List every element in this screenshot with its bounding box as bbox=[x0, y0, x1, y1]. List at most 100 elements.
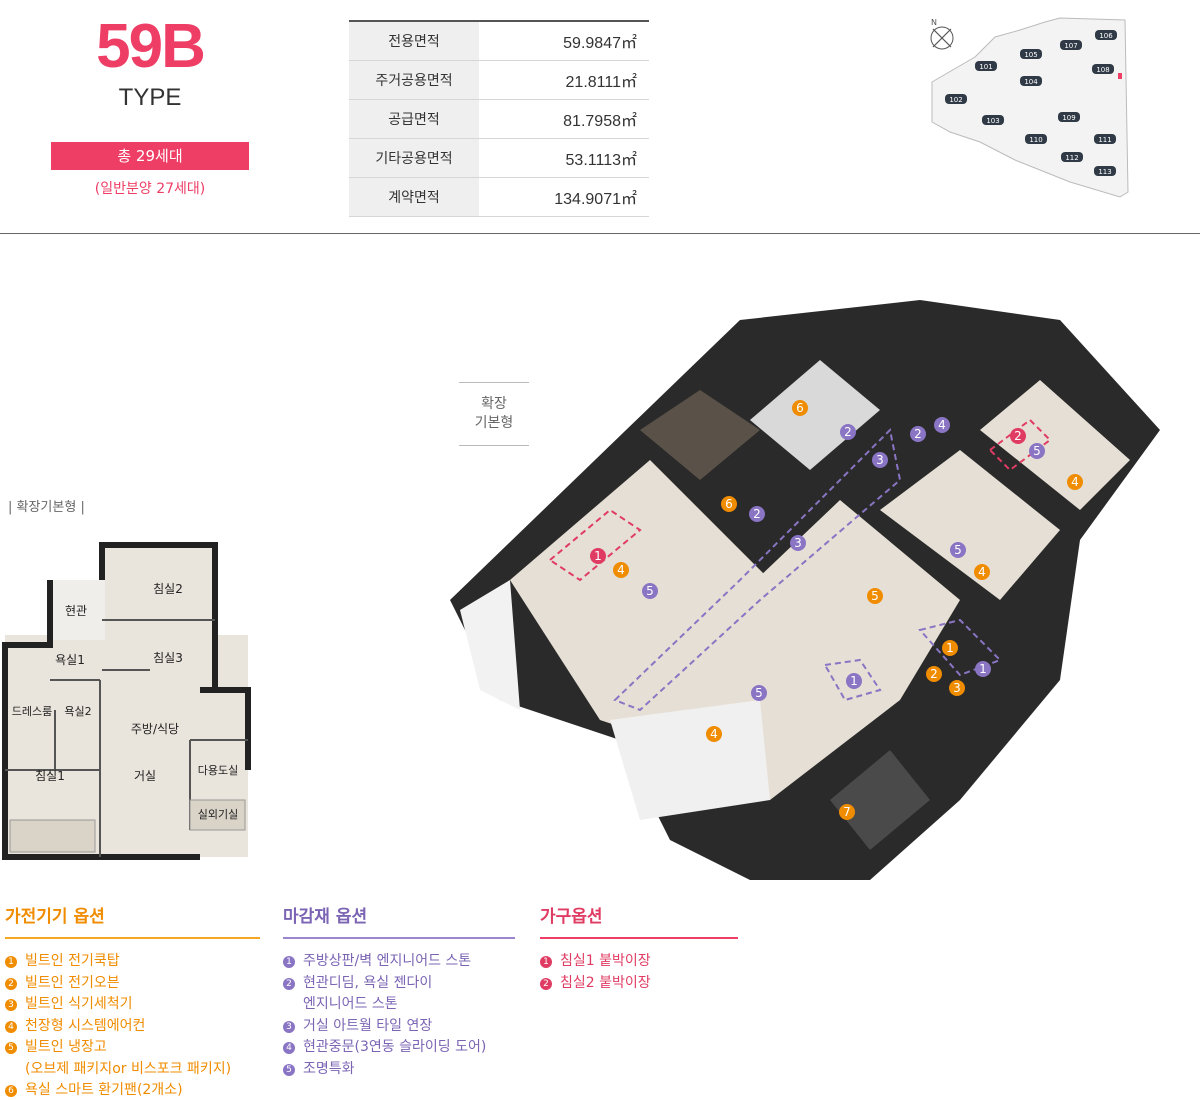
area-label: 기타공용면적 bbox=[349, 138, 479, 178]
list-item: 5 조명특화 bbox=[283, 1059, 515, 1081]
option-text: 조명특화 bbox=[303, 1060, 355, 1077]
number-badge: 4 bbox=[283, 1042, 295, 1054]
area-value: 134.9071㎡ bbox=[479, 177, 649, 217]
room-label: 침실2 bbox=[153, 582, 183, 596]
number-badge: 2 bbox=[5, 977, 17, 990]
list-item: 4 현관중문(3연동 슬라이딩 도어) bbox=[283, 1037, 515, 1059]
option-text: 현관디딤, 욕실 젠다이 bbox=[303, 974, 433, 991]
svg-text:5: 5 bbox=[1033, 444, 1041, 458]
isometric-plan: 466 454 412 37 523 235 245 511 12 bbox=[450, 300, 1160, 880]
number-badge: 6 bbox=[5, 1085, 17, 1097]
area-value: 59.9847㎡ bbox=[479, 20, 649, 61]
svg-text:1: 1 bbox=[979, 662, 987, 676]
unit-count-sub: (일반분양 27세대) bbox=[94, 181, 206, 197]
building-label: 107 bbox=[1064, 42, 1077, 50]
svg-text:5: 5 bbox=[954, 543, 962, 557]
room-label: 침실3 bbox=[153, 651, 183, 665]
compass-label: N bbox=[931, 18, 937, 27]
svg-text:1: 1 bbox=[850, 674, 858, 688]
bedroom2-floor bbox=[980, 380, 1130, 510]
building-label: 110 bbox=[1029, 136, 1042, 144]
appliance-options-title: 가전기기 옵션 bbox=[5, 902, 260, 939]
svg-text:1: 1 bbox=[946, 641, 954, 655]
number-badge: 4 bbox=[5, 1020, 17, 1033]
option-text: 침실2 붙박이장 bbox=[560, 974, 651, 991]
option-text: 빌트인 냉장고 bbox=[25, 1039, 107, 1055]
option-text: 빌트인 식기세척기 bbox=[25, 996, 133, 1012]
type-block: 59B TYPE 총 29세대 (일반분양 27세대) bbox=[50, 12, 250, 198]
extension-line1: 확장 bbox=[481, 396, 507, 412]
type-word: TYPE bbox=[118, 84, 182, 111]
bedroom3-floor bbox=[880, 450, 1060, 600]
building-label: 113 bbox=[1098, 168, 1111, 176]
number-badge: 3 bbox=[5, 999, 17, 1011]
option-text: 침실1 붙박이장 bbox=[560, 953, 651, 969]
section-divider bbox=[0, 233, 1200, 234]
svg-text:4: 4 bbox=[1071, 475, 1079, 489]
number-badge: 5 bbox=[283, 1063, 295, 1076]
area-label: 전용면적 bbox=[349, 20, 479, 61]
building-label: 101 bbox=[979, 63, 992, 71]
wall-face bbox=[610, 700, 770, 820]
svg-text:2: 2 bbox=[914, 427, 922, 441]
area-label: 주거공용면적 bbox=[349, 60, 479, 100]
furniture-options-title: 가구옵션 bbox=[540, 902, 738, 939]
list-item: 4 천장형 시스템에어컨 bbox=[5, 1016, 260, 1038]
wall-face bbox=[460, 580, 520, 710]
building-label: 112 bbox=[1065, 154, 1078, 162]
room-label: 현관 bbox=[65, 604, 87, 618]
bathroom-floor bbox=[750, 360, 880, 470]
building-label: 105 bbox=[1024, 51, 1037, 59]
svg-text:3: 3 bbox=[876, 453, 884, 467]
extension-badge: 확장 기본형 bbox=[459, 382, 529, 446]
number-badge: 1 bbox=[540, 956, 552, 968]
number-badge: 2 bbox=[540, 977, 552, 990]
option-text: 주방상판/벽 엔지니어드 스톤 bbox=[303, 953, 472, 969]
room-label: 거실 bbox=[134, 769, 156, 783]
highlight-marker bbox=[1118, 73, 1122, 79]
area-value: 81.7958㎡ bbox=[479, 99, 649, 139]
option-markers: 466 454 412 37 523 235 245 511 12 bbox=[590, 400, 1083, 820]
plan-label: | 확장기본형 | bbox=[8, 500, 85, 515]
room-label: 실외기실 bbox=[198, 808, 238, 821]
building-markers: 101 102 103 104 105 106 107 108 109 110 … bbox=[945, 30, 1117, 176]
svg-text:7: 7 bbox=[843, 805, 851, 819]
building-label: 102 bbox=[949, 96, 962, 104]
area-value: 53.1113㎡ bbox=[479, 138, 649, 178]
utility-floor bbox=[830, 750, 930, 850]
option-text: 천장형 시스템에어컨 bbox=[25, 1017, 146, 1034]
option-text: 현관중문(3연동 슬라이딩 도어) bbox=[303, 1039, 487, 1055]
svg-text:6: 6 bbox=[725, 497, 733, 511]
extension-line2: 기본형 bbox=[474, 415, 514, 431]
list-item: 2 침실2 붙박이장 bbox=[540, 973, 738, 995]
svg-text:3: 3 bbox=[953, 681, 961, 695]
area-label: 공급면적 bbox=[349, 99, 479, 139]
svg-text:4: 4 bbox=[978, 565, 986, 579]
finish-zones bbox=[613, 427, 1002, 712]
number-badge: 5 bbox=[5, 1042, 17, 1054]
building-label: 106 bbox=[1099, 32, 1113, 40]
list-item: 3 빌트인 식기세척기 bbox=[5, 994, 260, 1016]
number-badge: 3 bbox=[283, 1020, 295, 1033]
svg-text:4: 4 bbox=[710, 727, 718, 741]
finish-options-title: 마감재 옵션 bbox=[283, 902, 515, 939]
svg-text:1: 1 bbox=[594, 549, 602, 563]
svg-text:5: 5 bbox=[871, 589, 879, 603]
compass-icon: N bbox=[930, 18, 954, 50]
room-label: 주방/식당 bbox=[131, 722, 179, 736]
list-item: 1 침실1 붙박이장 bbox=[540, 951, 738, 973]
number-badge: 2 bbox=[283, 977, 295, 990]
building-label: 109 bbox=[1062, 114, 1075, 122]
